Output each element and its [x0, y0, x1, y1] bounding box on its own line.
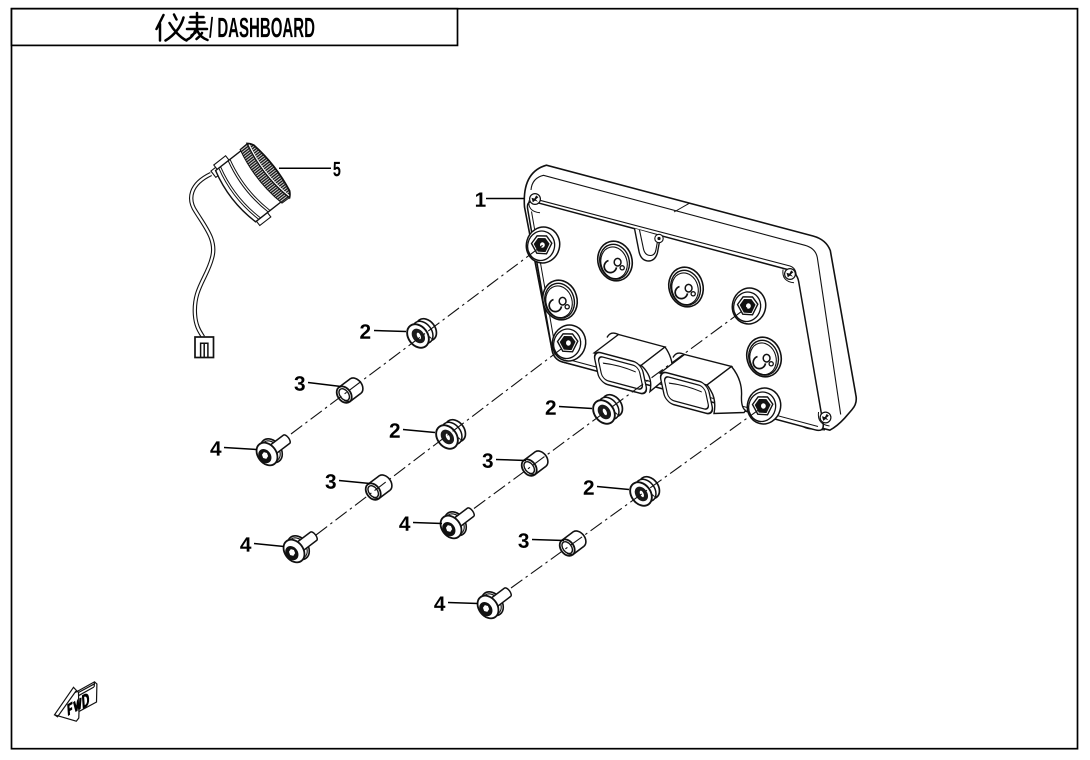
svg-text:4: 4 [240, 534, 252, 557]
svg-text:4: 4 [434, 593, 446, 616]
svg-text:2: 2 [545, 397, 557, 420]
svg-text:4: 4 [399, 513, 411, 536]
svg-text:3: 3 [294, 373, 306, 396]
svg-text:4: 4 [210, 438, 222, 461]
svg-text:2: 2 [389, 420, 401, 443]
svg-text:1: 1 [475, 189, 487, 212]
svg-text:2: 2 [360, 321, 372, 344]
svg-text:/ DASHBOARD: / DASHBOARD [209, 12, 315, 43]
svg-text:3: 3 [325, 471, 337, 494]
svg-text:3: 3 [518, 530, 530, 553]
svg-text:3: 3 [482, 450, 494, 473]
svg-text:5: 5 [333, 158, 341, 181]
svg-text:2: 2 [583, 477, 595, 500]
